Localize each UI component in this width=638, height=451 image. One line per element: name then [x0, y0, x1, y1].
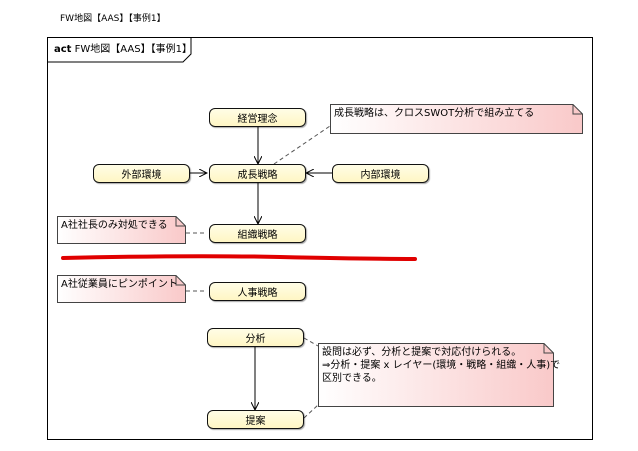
action-bunseki[interactable]: 分析: [207, 328, 304, 347]
frame-keyword: act: [54, 44, 72, 55]
anchor-swot: [273, 125, 331, 165]
note-a-president-shape: [57, 216, 186, 244]
note-link: 設問は必ず、分析と提案で対応付けられる。 ⇒分析・提案 x レイヤー(環境・戦略…: [318, 343, 561, 407]
note-link-line2: ⇒分析・提案 x レイヤー(環境・戦略・組織・人事)で: [322, 360, 561, 371]
action-soshiki-senryaku[interactable]: 組織戦略: [209, 224, 306, 243]
action-jinji-senryaku[interactable]: 人事戦略: [209, 282, 306, 301]
note-a-president: A社社長のみ対処できる: [57, 216, 186, 244]
note-swot: 成長戦略は、クロスSWOT分析で組み立てる: [330, 104, 583, 134]
note-link-shape: [318, 343, 554, 407]
action-gaibu-kankyo[interactable]: 外部環境: [93, 164, 190, 183]
page-title: FW地図【AAS】【事例1】: [60, 14, 166, 24]
action-teian[interactable]: 提案: [207, 410, 304, 429]
frame-name: FW地図【AAS】【事例1】: [74, 44, 192, 55]
action-keiei-rinen[interactable]: 経営理念: [209, 108, 306, 127]
note-swot-text: 成長戦略は、クロスSWOT分析で組み立てる: [334, 108, 535, 119]
action-naibu-kankyo[interactable]: 内部環境: [332, 164, 429, 183]
note-link-line3: 区別できる。: [322, 373, 382, 384]
note-a-president-text: A社社長のみ対処できる: [61, 220, 168, 231]
note-a-employee-text: A社従業員にピンポイント: [61, 279, 178, 290]
note-swot-shape: [330, 104, 583, 134]
frame-tab: act FW地図【AAS】【事例1】: [54, 40, 192, 55]
anchor-link-bunseki: [303, 337, 319, 347]
red-divider: [61, 254, 417, 261]
action-seicho-senryaku[interactable]: 成長戦略: [209, 164, 306, 183]
note-link-line1: 設問は必ず、分析と提案で対応付けられる。: [322, 347, 522, 358]
anchor-link-teian: [303, 404, 319, 419]
note-a-employee: A社従業員にピンポイント: [57, 275, 186, 303]
frame-tab-outline: [47, 37, 192, 63]
activity-frame: [47, 37, 593, 440]
note-a-employee-shape: [57, 275, 186, 303]
